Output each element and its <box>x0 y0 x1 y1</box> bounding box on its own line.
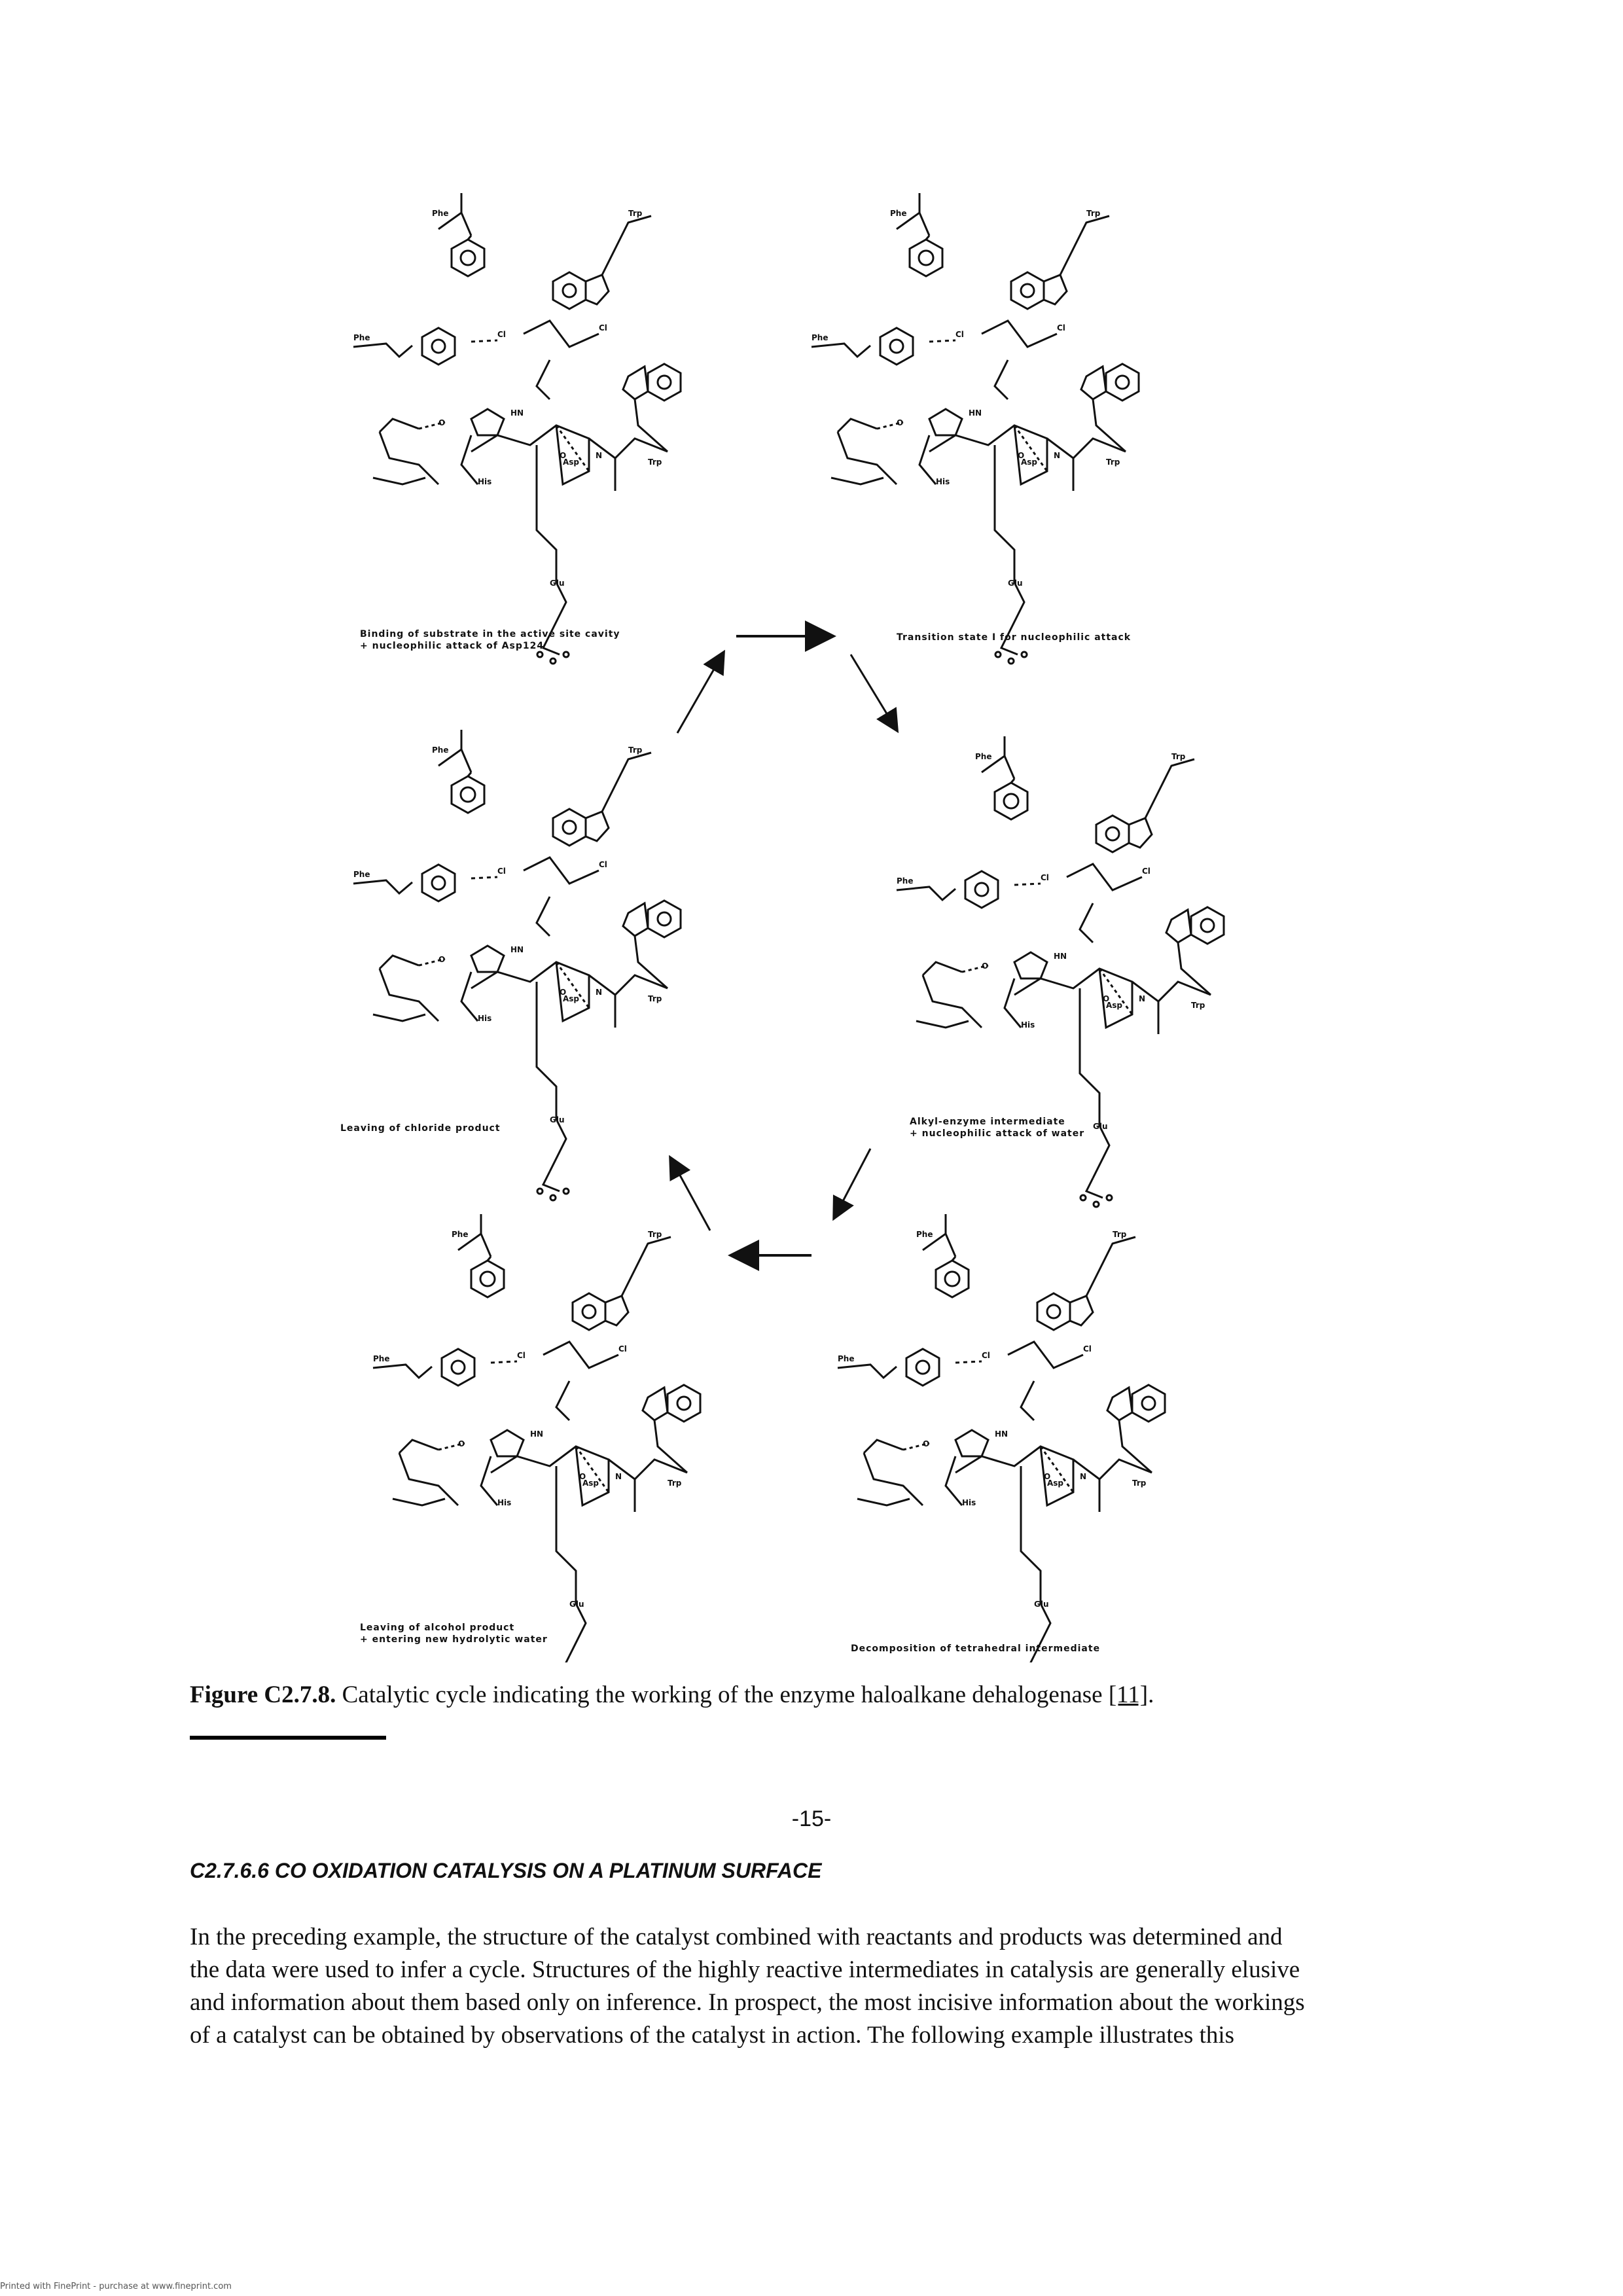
reaction-scheme-drawing: Phe Trp Phe Cl Cl O HN Asp Trp His Glu O… <box>352 192 1225 1662</box>
body-paragraph: In the preceding example, the structure … <box>190 1921 1446 2052</box>
figure-reference-link[interactable]: [11] <box>1108 1681 1149 1708</box>
print-footer: Printed with FinePrint - purchase at www… <box>0 2282 232 2291</box>
body-line: and information about them based only on… <box>190 1989 1305 2016</box>
panel-caption-decomposition: Decomposition of tetrahedral intermediat… <box>851 1643 1101 1654</box>
panel-caption-alkyl-enzyme: Alkyl-enzyme intermediate + nucleophilic… <box>910 1117 1085 1139</box>
figure-caption: Figure C2.7.8. Catalytic cycle indicatin… <box>190 1681 1433 1709</box>
figure-caption-label: Figure C2.7.8. <box>190 1681 336 1708</box>
caption-underline-rule <box>190 1736 386 1740</box>
panel-caption-alcohol-product: Leaving of alcohol product + entering ne… <box>360 1623 548 1645</box>
panel-caption-chloride-product: Leaving of chloride product <box>340 1123 501 1134</box>
panel-caption-transition-state: Transition state I for nucleophilic atta… <box>897 632 1132 643</box>
figure-caption-end: . <box>1148 1681 1154 1708</box>
section-heading: C2.7.6.6 CO OXIDATION CATALYSIS ON A PLA… <box>190 1859 822 1882</box>
arrow-upper-left <box>676 649 725 734</box>
body-line: In the preceding example, the structure … <box>190 1924 1283 1950</box>
page-number: -15- <box>791 1806 832 1831</box>
catalytic-cycle-figure: Phe Trp Phe Cl Cl O HN Asp Trp His Glu O… <box>340 177 1283 1662</box>
body-line: the data were used to infer a cycle. Str… <box>190 1956 1300 1983</box>
figure-caption-text: Catalytic cycle indicating the working o… <box>336 1681 1109 1708</box>
arrow-lower-right <box>832 1148 872 1221</box>
arrow-lower-left <box>669 1155 711 1231</box>
arrow-upper-right <box>849 654 899 734</box>
body-line: of a catalyst can be obtained by observa… <box>190 2022 1235 2049</box>
panel-caption-binding: Binding of substrate in the active site … <box>360 629 620 651</box>
